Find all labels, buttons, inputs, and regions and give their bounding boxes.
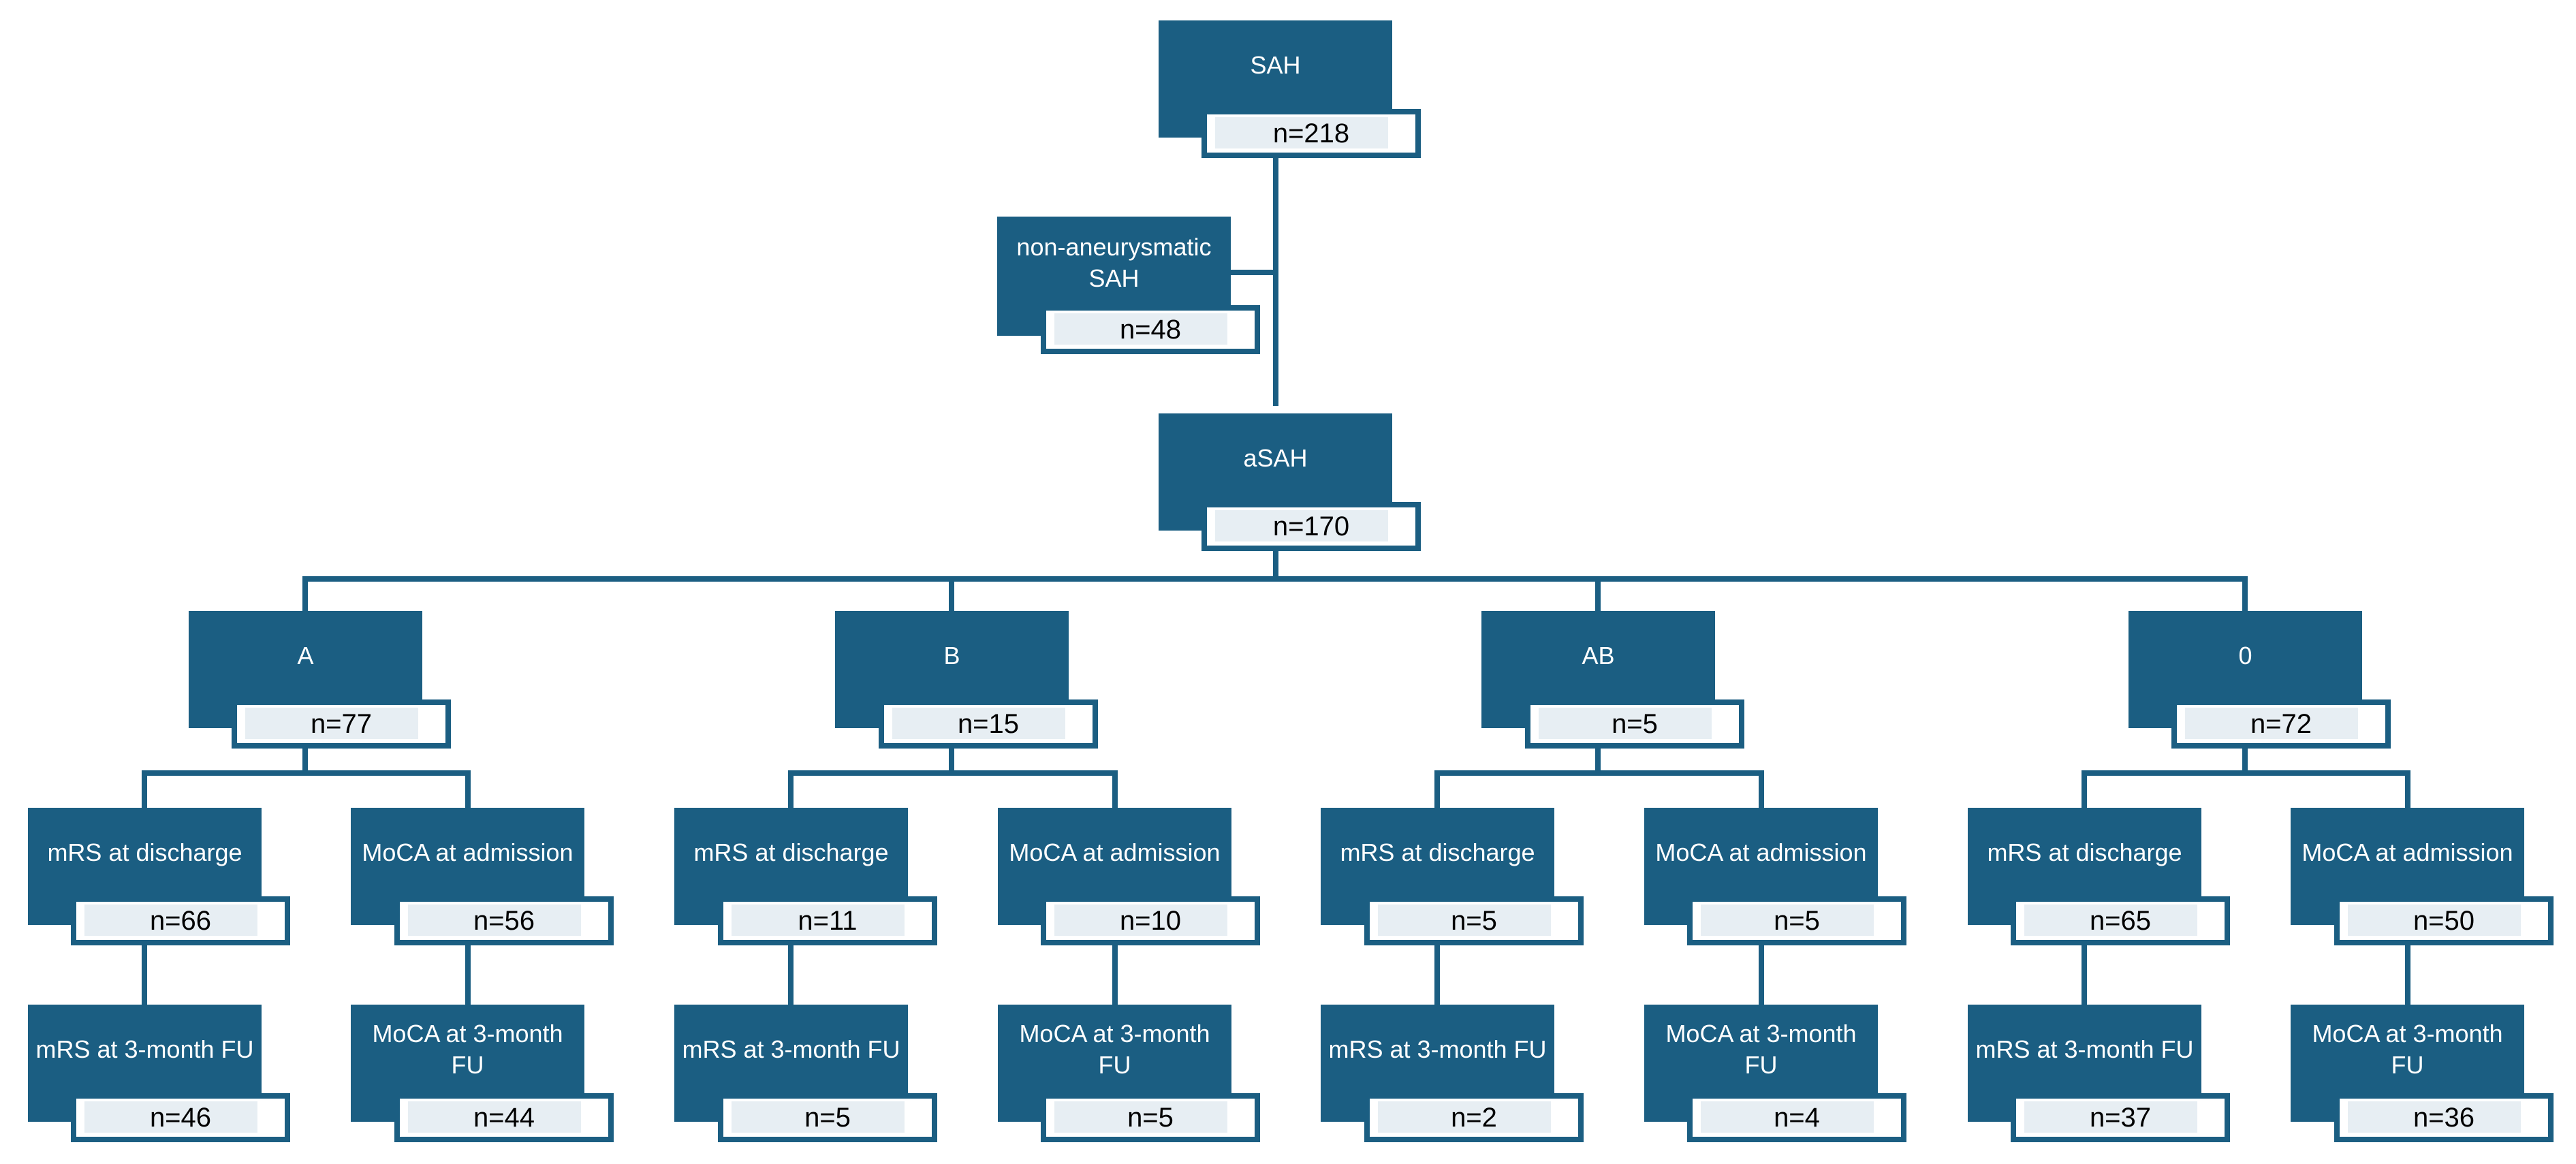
node-count: n=5 <box>1364 896 1584 945</box>
node-count: n=11 <box>718 896 937 945</box>
node-count: n=77 <box>232 699 451 749</box>
node-count: n=36 <box>2334 1093 2554 1142</box>
node-count: n=2 <box>1364 1093 1584 1142</box>
node-count: n=15 <box>879 699 1098 749</box>
node-count: n=218 <box>1201 109 1421 158</box>
node-count: n=5 <box>1041 1093 1260 1142</box>
node-count: n=10 <box>1041 896 1260 945</box>
node-count: n=50 <box>2334 896 2554 945</box>
node-title: MoCA at 3-month FU <box>1644 1005 1878 1122</box>
node-count: n=5 <box>1525 699 1744 749</box>
node-count: n=46 <box>71 1093 290 1142</box>
node-count: n=65 <box>2011 896 2230 945</box>
node-count: n=4 <box>1687 1093 1906 1142</box>
node-count: n=48 <box>1041 305 1260 354</box>
node-count: n=37 <box>2011 1093 2230 1142</box>
node-count: n=5 <box>1687 896 1906 945</box>
node-count: n=72 <box>2171 699 2391 749</box>
node-count: n=170 <box>1201 502 1421 551</box>
node-count: n=44 <box>394 1093 614 1142</box>
node-count: n=56 <box>394 896 614 945</box>
node-count: n=66 <box>71 896 290 945</box>
node-count: n=5 <box>718 1093 937 1142</box>
